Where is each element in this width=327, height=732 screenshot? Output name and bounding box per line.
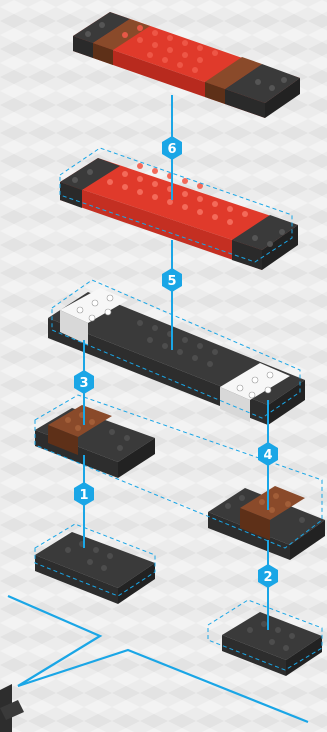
step-label-6: 6: [167, 142, 176, 157]
step-label-2: 2: [263, 570, 272, 585]
step-label-1: 1: [79, 488, 88, 503]
step-label-4: 4: [263, 448, 272, 463]
step-label-3: 3: [79, 376, 88, 391]
step-label-5: 5: [167, 274, 176, 289]
